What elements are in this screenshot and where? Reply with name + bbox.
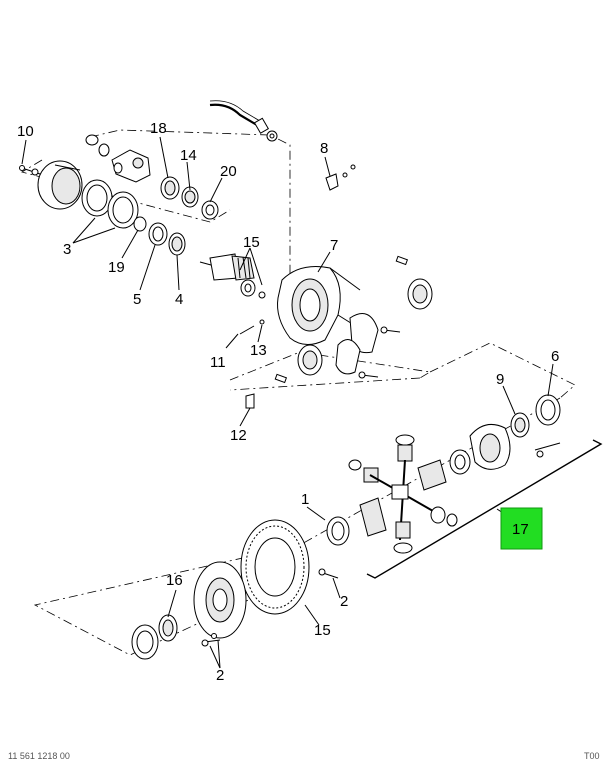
assembly-bracket (366, 439, 603, 579)
callout-9[interactable]: 9 (496, 371, 504, 388)
callout-10[interactable]: 10 (17, 123, 34, 140)
callout-17[interactable]: 17 (512, 521, 529, 538)
callout-7[interactable]: 7 (330, 237, 338, 254)
callout-1[interactable]: 1 (301, 491, 309, 508)
callout-labels: 10 18 14 20 8 3 19 5 4 15 7 11 13 12 9 6… (17, 120, 559, 684)
callout-8[interactable]: 8 (320, 140, 328, 157)
callout-4[interactable]: 4 (175, 291, 183, 308)
callout-14[interactable]: 14 (180, 147, 197, 164)
callout-15-pinion[interactable]: 15 (243, 234, 260, 251)
footer-code: T00 (584, 751, 600, 761)
pinion-cage-group (19, 134, 219, 256)
highlight-box-17[interactable] (500, 507, 543, 550)
sensor-cable (209, 100, 278, 142)
case-half-left (131, 561, 247, 660)
ring-gear (240, 519, 339, 615)
callout-19[interactable]: 19 (108, 259, 125, 276)
callout-15-ring-gear[interactable]: 15 (314, 622, 331, 639)
footer-drawing-number: 11 561 1218 00 (8, 751, 70, 761)
callout-20[interactable]: 20 (220, 163, 237, 180)
case-half-right (469, 394, 561, 470)
callout-3[interactable]: 3 (63, 241, 71, 258)
callout-16[interactable]: 16 (166, 572, 183, 589)
callout-5[interactable]: 5 (133, 291, 141, 308)
carrier-housing (239, 164, 433, 409)
callout-2-bolt[interactable]: 2 (340, 593, 348, 610)
callout-18[interactable]: 18 (150, 120, 167, 137)
leader-lines (21, 136, 554, 669)
callout-11[interactable]: 11 (210, 354, 226, 371)
callout-2-case[interactable]: 2 (216, 667, 224, 684)
callout-12[interactable]: 12 (230, 427, 247, 444)
drive-pinion (199, 253, 266, 299)
callout-13[interactable]: 13 (250, 342, 267, 359)
spider-gear-set (326, 434, 471, 554)
callout-6[interactable]: 6 (551, 348, 559, 365)
